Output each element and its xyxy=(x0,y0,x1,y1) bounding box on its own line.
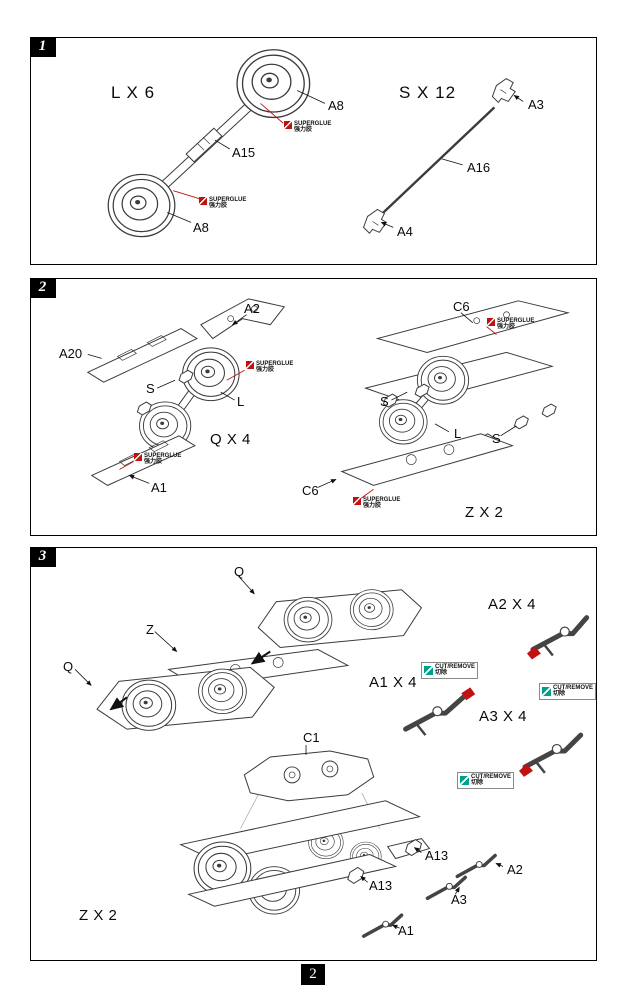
part-label-a1-small: A1 xyxy=(398,923,414,938)
step-1-panel: 1 L X 6 S X 12 A8 A15 A8 A3 A16 A4 SUPER… xyxy=(29,36,597,265)
superglue-text: SUPERGLUE xyxy=(294,121,332,127)
cut-icon xyxy=(424,665,433,675)
page-number: 2 xyxy=(301,964,325,985)
step-1-badge: 1 xyxy=(29,36,56,57)
cut-text: CUT/REMOVE xyxy=(435,664,476,670)
cut-text: CUT/REMOVE xyxy=(471,774,512,780)
superglue-text: SUPERGLUE xyxy=(256,361,294,367)
part-label-q-lower: Q xyxy=(63,659,74,674)
part-label-c6-bottom: C6 xyxy=(302,483,319,498)
cut-icon xyxy=(460,775,469,785)
part-label-l-left: L xyxy=(237,394,245,409)
part-label-a16: A16 xyxy=(467,160,491,175)
part-label-s-left: S xyxy=(146,381,155,396)
step1-qty-right-label: S X 12 xyxy=(399,83,457,102)
superglue-icon xyxy=(284,121,292,129)
cut-text: CUT/REMOVE xyxy=(553,685,594,691)
part-label-l-right: L xyxy=(454,426,462,441)
superglue-text-cn: 强力胶 xyxy=(363,503,382,510)
step2-qty-q-label: Q X 4 xyxy=(210,431,251,448)
part-label-a20: A20 xyxy=(59,346,83,361)
part-label-s-right-lower: S xyxy=(492,431,501,446)
part-label-a13-upper: A13 xyxy=(425,848,449,863)
step1-qty-left-label: L X 6 xyxy=(111,83,156,102)
part-label-c6-top: C6 xyxy=(453,299,470,314)
part-label-q-upper: Q xyxy=(234,564,245,579)
part-label-a8-bottom: A8 xyxy=(193,220,209,235)
step3-qty-a2-label: A2 X 4 xyxy=(488,596,537,613)
part-label-a8-top: A8 xyxy=(328,98,344,113)
cut-text-cn: 切除 xyxy=(435,670,448,677)
step2-qty-z-label: Z X 2 xyxy=(465,504,504,521)
step-2-badge: 2 xyxy=(29,277,56,298)
part-label-a15: A15 xyxy=(232,145,256,160)
part-label-a2: A2 xyxy=(244,301,260,316)
step-2-panel: 2 A2 A20 S L Q X 4 A1 C6 S L S C6 Z X 2 … xyxy=(29,277,597,536)
superglue-icon xyxy=(246,361,254,369)
superglue-text: SUPERGLUE xyxy=(497,318,535,324)
superglue-text-cn: 强力胶 xyxy=(294,127,313,134)
superglue-text-cn: 强力胶 xyxy=(256,367,275,374)
part-label-a2-small: A2 xyxy=(507,862,523,877)
part-label-a1: A1 xyxy=(151,480,167,495)
cut-text-cn: 切除 xyxy=(553,691,566,698)
superglue-text: SUPERGLUE xyxy=(363,497,401,503)
step-1-illustration xyxy=(107,49,524,238)
part-label-a4: A4 xyxy=(397,224,413,239)
part-label-s-right-upper: S xyxy=(380,394,389,409)
superglue-icon xyxy=(487,318,495,326)
superglue-text: SUPERGLUE xyxy=(209,197,247,203)
part-label-a3-small: A3 xyxy=(451,892,467,907)
step-3-illustration xyxy=(74,574,590,938)
step3-qty-z-label: Z X 2 xyxy=(79,907,118,924)
cut-icon xyxy=(542,686,551,696)
cut-text-cn: 切除 xyxy=(471,780,484,787)
superglue-text: SUPERGLUE xyxy=(144,453,182,459)
superglue-icon xyxy=(353,497,361,505)
part-label-c1: C1 xyxy=(303,730,320,745)
superglue-text-cn: 强力胶 xyxy=(497,324,516,331)
part-label-z: Z xyxy=(146,622,154,637)
step-3-badge: 3 xyxy=(29,546,56,567)
superglue-text-cn: 强力胶 xyxy=(209,203,228,210)
step-3-panel: 3 Q Z Q A2 X 4 A1 X 4 A3 X 4 C1 A13 A2 A… xyxy=(29,546,597,961)
step3-qty-a3-label: A3 X 4 xyxy=(479,708,528,725)
superglue-icon xyxy=(134,453,142,461)
superglue-text-cn: 强力胶 xyxy=(144,459,163,466)
step-2-illustration xyxy=(86,298,570,500)
step3-qty-a1-label: A1 X 4 xyxy=(369,674,418,691)
part-label-a3: A3 xyxy=(528,97,544,112)
part-label-a13-lower: A13 xyxy=(369,878,393,893)
superglue-icon xyxy=(199,197,207,205)
